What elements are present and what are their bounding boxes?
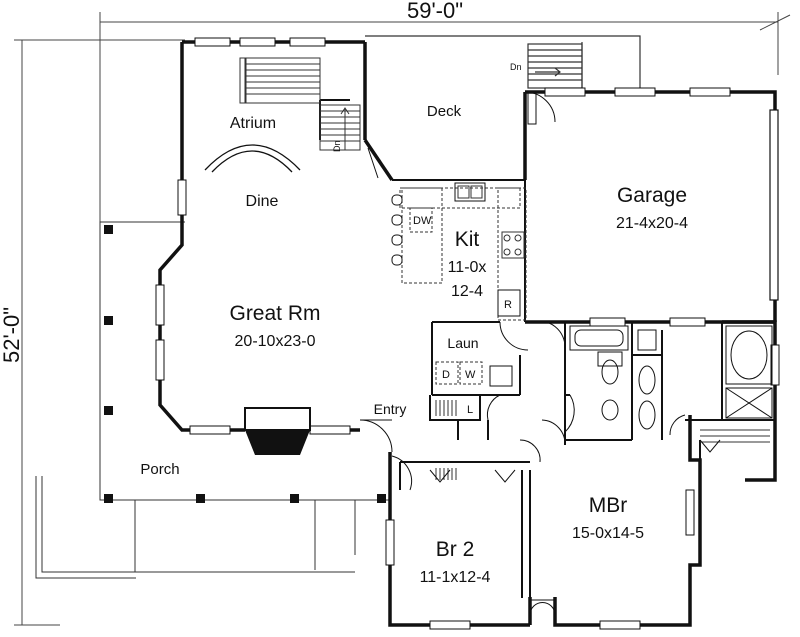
dryer-label: D (442, 369, 450, 381)
garage-label: Garage (617, 184, 687, 207)
kitchen-label: Kit (455, 228, 480, 251)
fireplace (244, 407, 311, 455)
width-dimension: 59'-0" (407, 0, 463, 23)
master-bedroom-label: MBr (589, 494, 628, 517)
linen-label: L (467, 404, 473, 416)
porch-area (35, 221, 390, 579)
closet-shelves (435, 400, 770, 480)
laundry-sink (489, 365, 513, 387)
porch-label: Porch (140, 461, 179, 478)
kitchen-size-line2: 12-4 (451, 283, 483, 300)
bar-stools (391, 194, 403, 266)
kitchen-size-line1: 11-0x (448, 259, 487, 276)
entry-label: Entry (374, 401, 407, 417)
laundry-fixtures (435, 361, 483, 385)
atrium-label: Atrium (230, 115, 276, 132)
porch-columns (104, 225, 386, 503)
deck-label: Deck (427, 103, 462, 120)
interior-walls (319, 99, 775, 598)
garage-door (769, 109, 779, 301)
bifold-doors (429, 439, 721, 483)
stair-down-label-deck: Dn (510, 62, 522, 72)
depth-dimension: 52'-0" (0, 307, 24, 363)
master-bedroom-size: 15-0x14-5 (572, 525, 644, 542)
washer-label: W (465, 369, 476, 381)
bedroom-2-size: 11-1x12-4 (420, 569, 491, 586)
refrigerator-label: R (504, 299, 512, 311)
dishwasher-label: DW (413, 215, 432, 227)
dimension-lines (14, 12, 791, 626)
deck-outline (365, 35, 641, 92)
bedroom-2-label: Br 2 (436, 538, 475, 561)
garage-size: 21-4x20-4 (616, 215, 688, 232)
windows (155, 37, 780, 630)
bath-fixtures (569, 325, 773, 430)
atrium-stairs (239, 57, 361, 151)
doors (359, 91, 686, 616)
great-room-label: Great Rm (229, 302, 320, 325)
stair-down-label-atrium: Dn (332, 140, 342, 152)
laundry-label: Laun (447, 335, 478, 351)
atrium-arch (204, 144, 301, 173)
dine-label: Dine (246, 193, 279, 210)
great-room-size: 20-10x23-0 (235, 333, 316, 350)
